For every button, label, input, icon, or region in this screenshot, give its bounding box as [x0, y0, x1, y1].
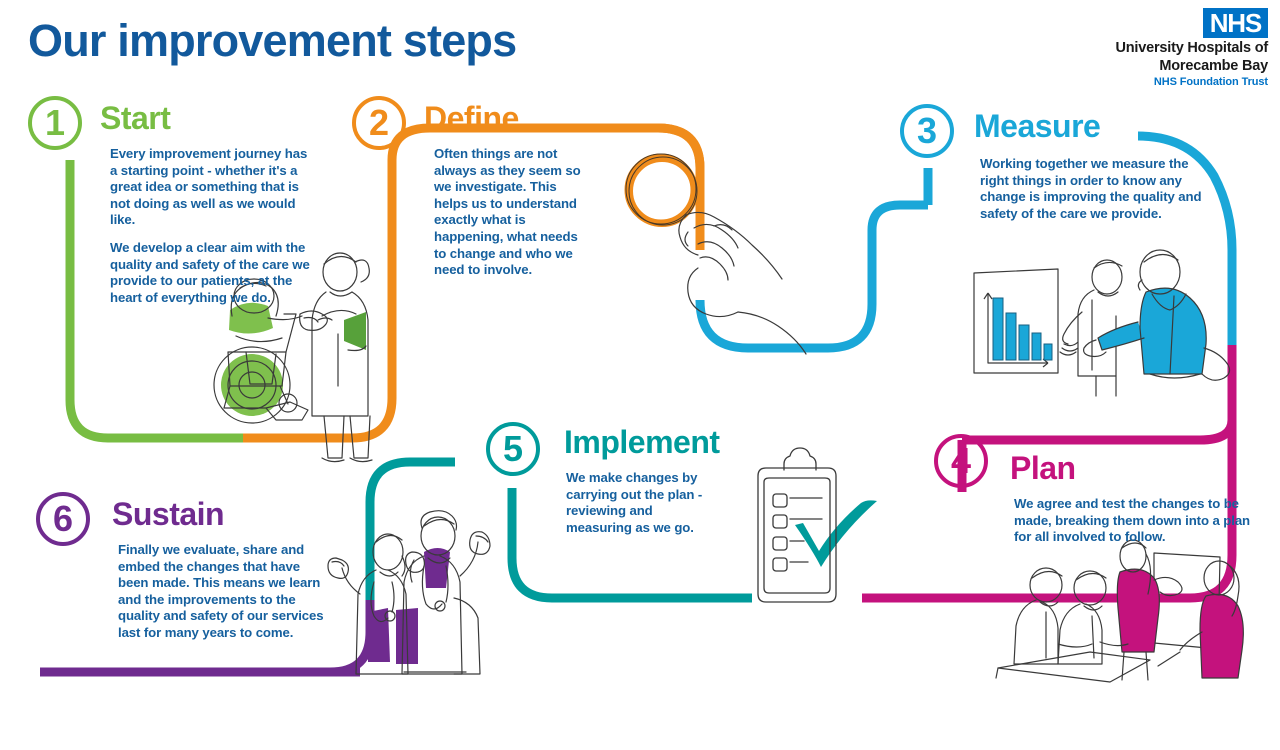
step-paragraph: Every improvement journey has a starting… — [110, 146, 308, 228]
connector-segment-measure — [1137, 131, 1237, 345]
step-number-3: 3 — [900, 104, 954, 158]
nhs-trust-line-1: University Hospitals of — [1115, 40, 1268, 56]
nhs-trust-line-2: Morecambe Bay — [1159, 58, 1268, 74]
step-heading-plan: Plan — [1010, 450, 1076, 486]
step-paragraph: Working together we measure the right th… — [980, 156, 1202, 221]
page-title: Our improvement steps — [28, 15, 517, 66]
step-number-6: 6 — [36, 492, 90, 546]
step-paragraph: Finally we evaluate, share and embed the… — [118, 542, 324, 640]
step-heading-define: Define — [424, 100, 519, 136]
step-body-measure: Working together we measure the right th… — [980, 156, 1218, 222]
illustration-celebrating-clinical-staff — [327, 510, 491, 675]
step-number-5: 5 — [486, 422, 540, 476]
step-body-define: Often things are not always as they seem… — [434, 146, 582, 279]
step-number-2: 2 — [352, 96, 406, 150]
step-body-implement: We make changes by carrying out the plan… — [566, 470, 716, 536]
step-number-1: 1 — [28, 96, 82, 150]
connector-segment-plan — [1004, 345, 1237, 603]
connector-segment-start — [65, 160, 243, 443]
step-heading-start: Start — [100, 100, 171, 136]
step-paragraph: We agree and test the changes to be made… — [1014, 496, 1251, 545]
illustration-two-people-reviewing-bar-chart — [973, 249, 1231, 397]
nhs-mark: NHS — [1202, 8, 1268, 38]
illustration-hand-holding-magnifying-glass — [624, 153, 807, 355]
illustration-nurse-with-wheelchair-patient — [213, 252, 373, 463]
nhs-logo: NHS University Hospitals of Morecambe Ba… — [1115, 8, 1268, 89]
step-paragraph: We develop a clear aim with the quality … — [110, 239, 310, 305]
step-paragraph: We make changes by carrying out the plan… — [566, 470, 703, 535]
illustration-clipboard-with-tick — [757, 447, 877, 603]
connector-curve-plan — [962, 400, 1237, 445]
connector-segment-implement — [507, 500, 752, 603]
connector-hook-measure — [695, 200, 928, 353]
step-paragraph: Often things are not always as they seem… — [434, 146, 581, 278]
nhs-foundation-trust-label: NHS Foundation Trust — [1153, 76, 1268, 88]
connector-down-implement — [365, 457, 455, 600]
step-number-4: 4 — [934, 434, 988, 488]
connector-top-run-define — [556, 123, 705, 250]
step-body-plan: We agree and test the changes to be made… — [1014, 496, 1250, 546]
step-heading-measure: Measure — [974, 108, 1101, 144]
step-body-start: Every improvement journey has a starting… — [110, 146, 310, 306]
step-heading-sustain: Sustain — [112, 496, 225, 532]
step-heading-implement: Implement — [564, 424, 720, 460]
step-body-sustain: Finally we evaluate, share and embed the… — [118, 542, 330, 642]
illustration-team-meeting-at-whiteboard — [995, 539, 1244, 683]
